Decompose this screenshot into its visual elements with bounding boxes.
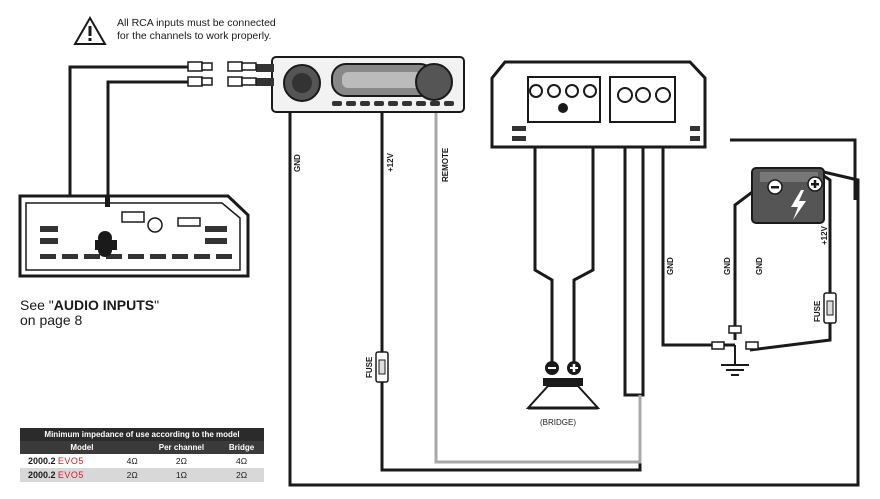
per-channel-value: 1Ω <box>143 468 220 482</box>
per-channel-value: 2Ω <box>143 454 220 468</box>
speaker-bridge-label: (BRIDGE) <box>540 418 576 427</box>
fuse-left-icon <box>375 351 389 383</box>
plus12-headunit-label: +12V <box>386 152 395 172</box>
fuse-left-label: FUSE <box>365 356 374 378</box>
gnd-label-3: GND <box>755 257 764 275</box>
see-line-2: on page 8 <box>20 312 83 328</box>
head-unit <box>256 56 465 113</box>
see-bold: AUDIO INPUTS <box>53 297 155 313</box>
model-impedance: 4Ω <box>120 454 144 468</box>
ground-icon <box>711 325 759 376</box>
model-number: 2000.2 <box>28 456 56 466</box>
amplifier-right <box>490 60 707 149</box>
table-row: 2000.2 EVO5 4Ω 2Ω 4Ω <box>20 454 264 468</box>
gnd-label-2: GND <box>723 257 732 275</box>
fuse-right-label: FUSE <box>813 300 822 322</box>
see-suffix: " <box>154 297 160 313</box>
battery-icon <box>751 167 825 224</box>
warning-note: All RCA inputs must be connected for the… <box>117 17 276 43</box>
impedance-caption: Minimum impedance of use according to th… <box>20 428 264 441</box>
remote-wire <box>434 110 642 464</box>
model-series: EVO5 <box>57 456 84 466</box>
table-row: 2000.2 EVO5 2Ω 1Ω 2Ω <box>20 468 264 482</box>
see-audio-inputs-note: See "AUDIO INPUTS" on page 8 <box>20 298 159 328</box>
wires-black <box>68 65 860 487</box>
amplifier-left <box>18 194 250 278</box>
model-number: 2000.2 <box>28 470 56 480</box>
impedance-table: Minimum impedance of use according to th… <box>20 428 264 482</box>
gnd-headunit-label: GND <box>293 154 302 172</box>
gnd-label-1: GND <box>666 257 675 275</box>
model-series: EVO5 <box>57 470 84 480</box>
rca-plugs <box>187 61 257 87</box>
bridge-value: 2Ω <box>219 468 264 482</box>
bridge-value: 4Ω <box>219 454 264 468</box>
warning-icon <box>73 15 107 45</box>
warning-line-2: for the channels to work properly. <box>117 30 272 42</box>
warning-line-1: All RCA inputs must be connected <box>117 17 276 29</box>
plus12-battery-label: +12V <box>820 225 829 245</box>
speaker-icon <box>525 361 601 410</box>
header-per-channel: Per channel <box>143 441 220 454</box>
model-impedance: 2Ω <box>120 468 144 482</box>
remote-label: REMOTE <box>441 147 450 182</box>
fuse-right-icon <box>823 292 837 324</box>
see-prefix: See " <box>20 297 54 313</box>
header-model: Model <box>20 441 144 454</box>
header-bridge: Bridge <box>219 441 264 454</box>
